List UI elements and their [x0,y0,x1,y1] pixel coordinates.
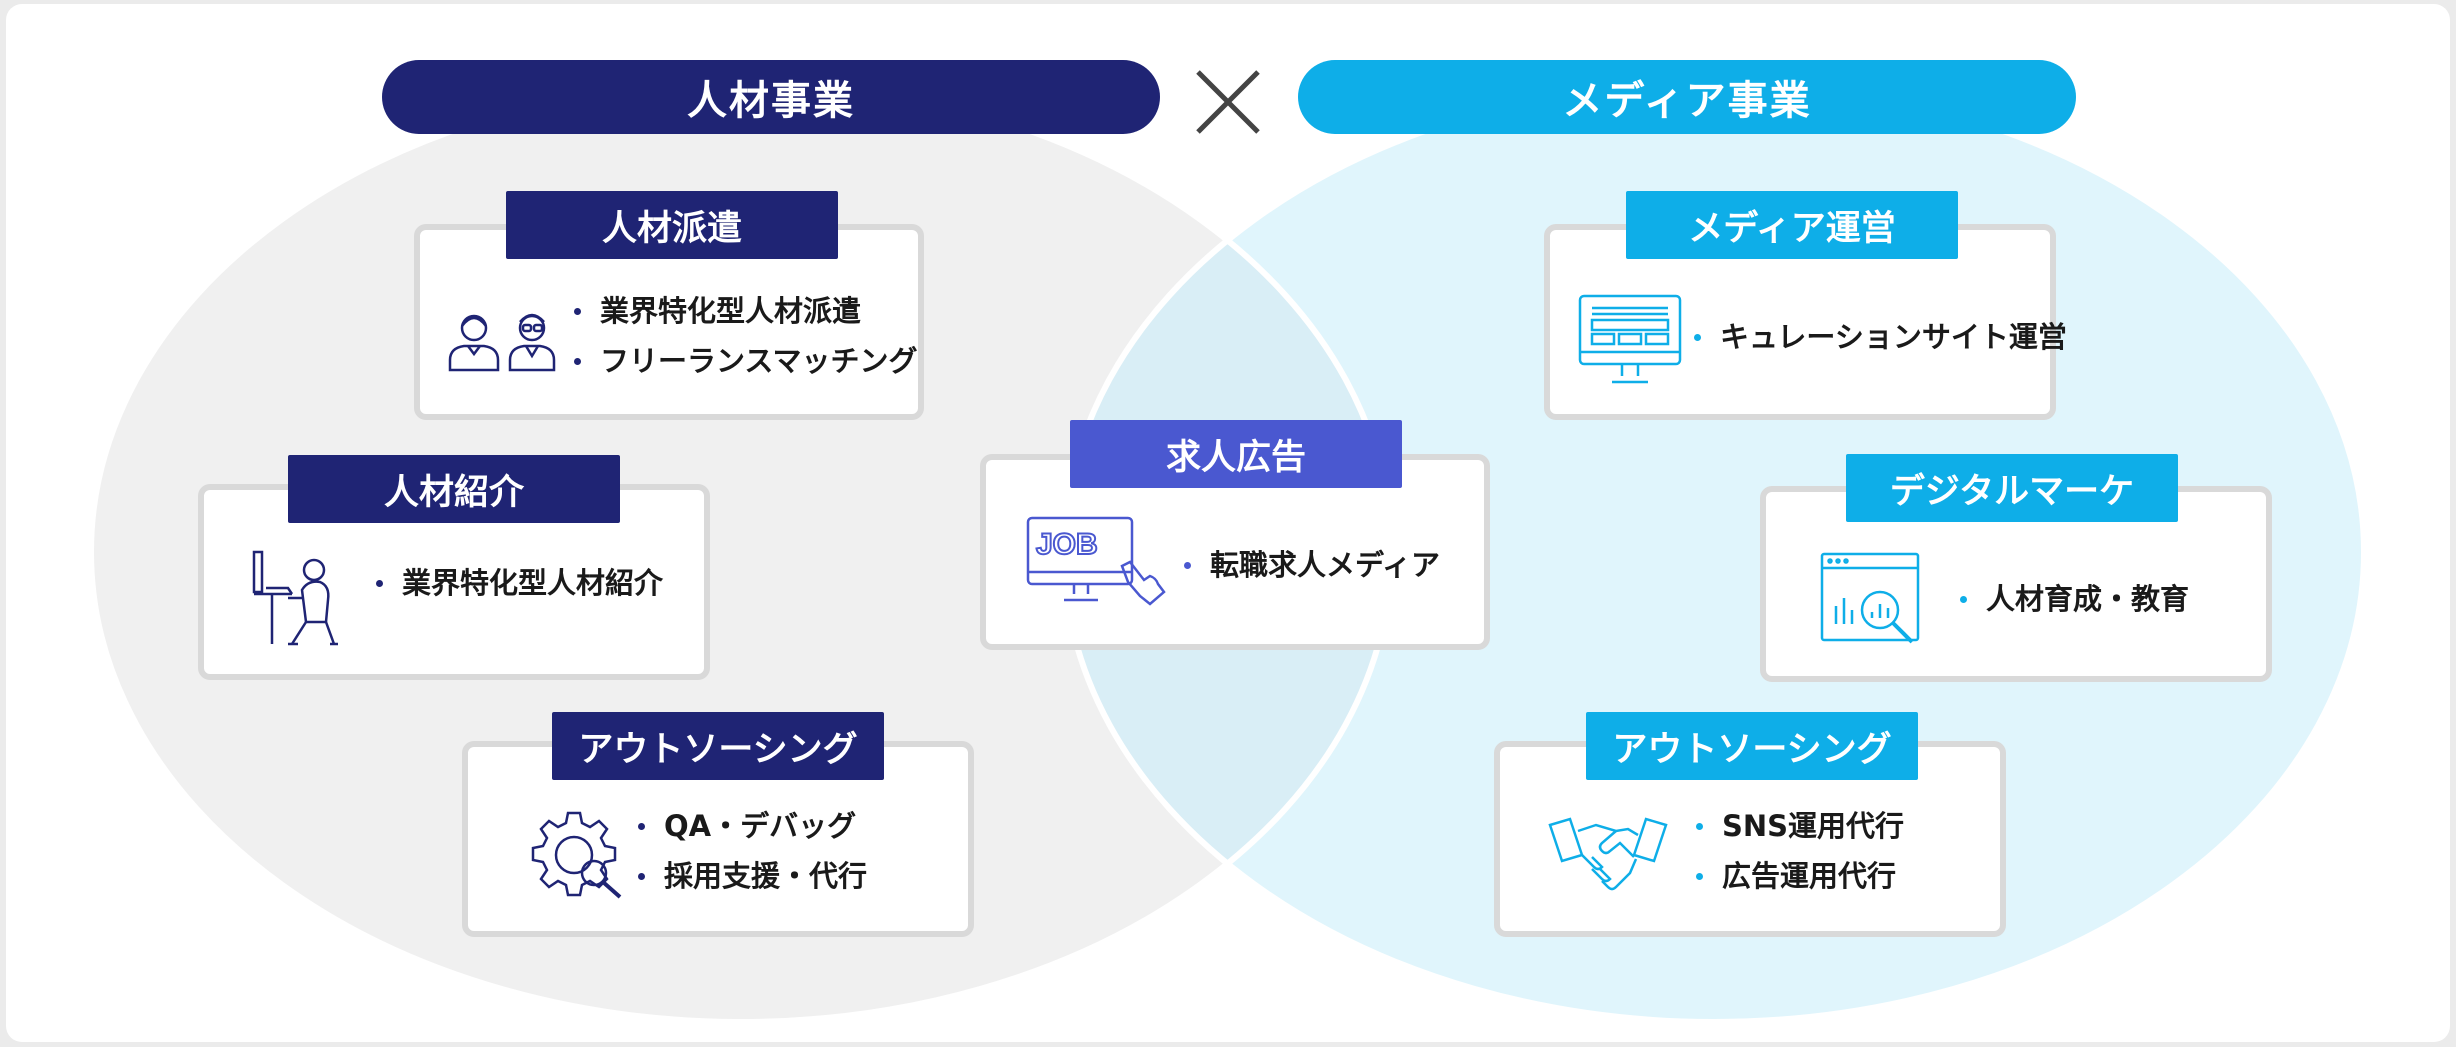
list-item: 広告運用代行 [1696,851,1904,901]
outsourcing-media-item-list: SNS運用代行 広告運用代行 [1696,801,1904,901]
tag-outsourcing-hr: アウトソーシング [552,712,884,780]
tag-digital: デジタルマーケ [1846,454,2178,522]
list-item: SNS運用代行 [1696,801,1904,851]
list-item: 人材育成・教育 [1960,574,2189,624]
cross-icon [1196,70,1260,134]
website-monitor-icon [1578,294,1682,384]
shokai-item-list: 業界特化型人材紹介 [376,558,663,608]
tag-shokai: 人材紹介 [288,455,620,523]
analytics-search-icon [1820,552,1920,644]
list-item: 業界特化型人材紹介 [376,558,663,608]
tag-haken: 人材派遣 [506,191,838,259]
kyujin-item-list: 転職求人メディア [1184,540,1440,590]
two-people-icon [448,313,556,372]
person-at-desk-icon [252,550,338,646]
diagram-canvas: 人材事業 メディア事業 業界特化型人材派遣 フリーランスマッチング 人材派遣 [6,4,2450,1042]
list-item: フリーランスマッチング [574,336,918,386]
haken-item-list: 業界特化型人材派遣 フリーランスマッチング [574,286,918,386]
list-item: キュレーションサイト運営 [1694,312,2067,362]
list-item: 転職求人メディア [1184,540,1440,590]
tag-kyujin: 求人広告 [1070,420,1402,488]
job-monitor-icon: JOB [1026,516,1166,606]
hr-business-label: 人材事業 [382,60,1160,134]
list-item: 採用支援・代行 [638,851,867,901]
gear-search-icon [531,811,622,899]
svg-text:JOB: JOB [1036,528,1098,561]
tag-outsourcing-media: アウトソーシング [1586,712,1918,780]
list-item: QA・デバッグ [638,801,867,851]
tag-media-unei: メディア運営 [1626,191,1958,259]
media-unei-item-list: キュレーションサイト運営 [1694,312,2067,362]
outsourcing-hr-item-list: QA・デバッグ 採用支援・代行 [638,801,867,901]
media-business-label: メディア事業 [1298,60,2076,134]
handshake-icon [1548,817,1668,891]
list-item: 業界特化型人材派遣 [574,286,918,336]
digital-item-list: 人材育成・教育 [1960,574,2189,624]
